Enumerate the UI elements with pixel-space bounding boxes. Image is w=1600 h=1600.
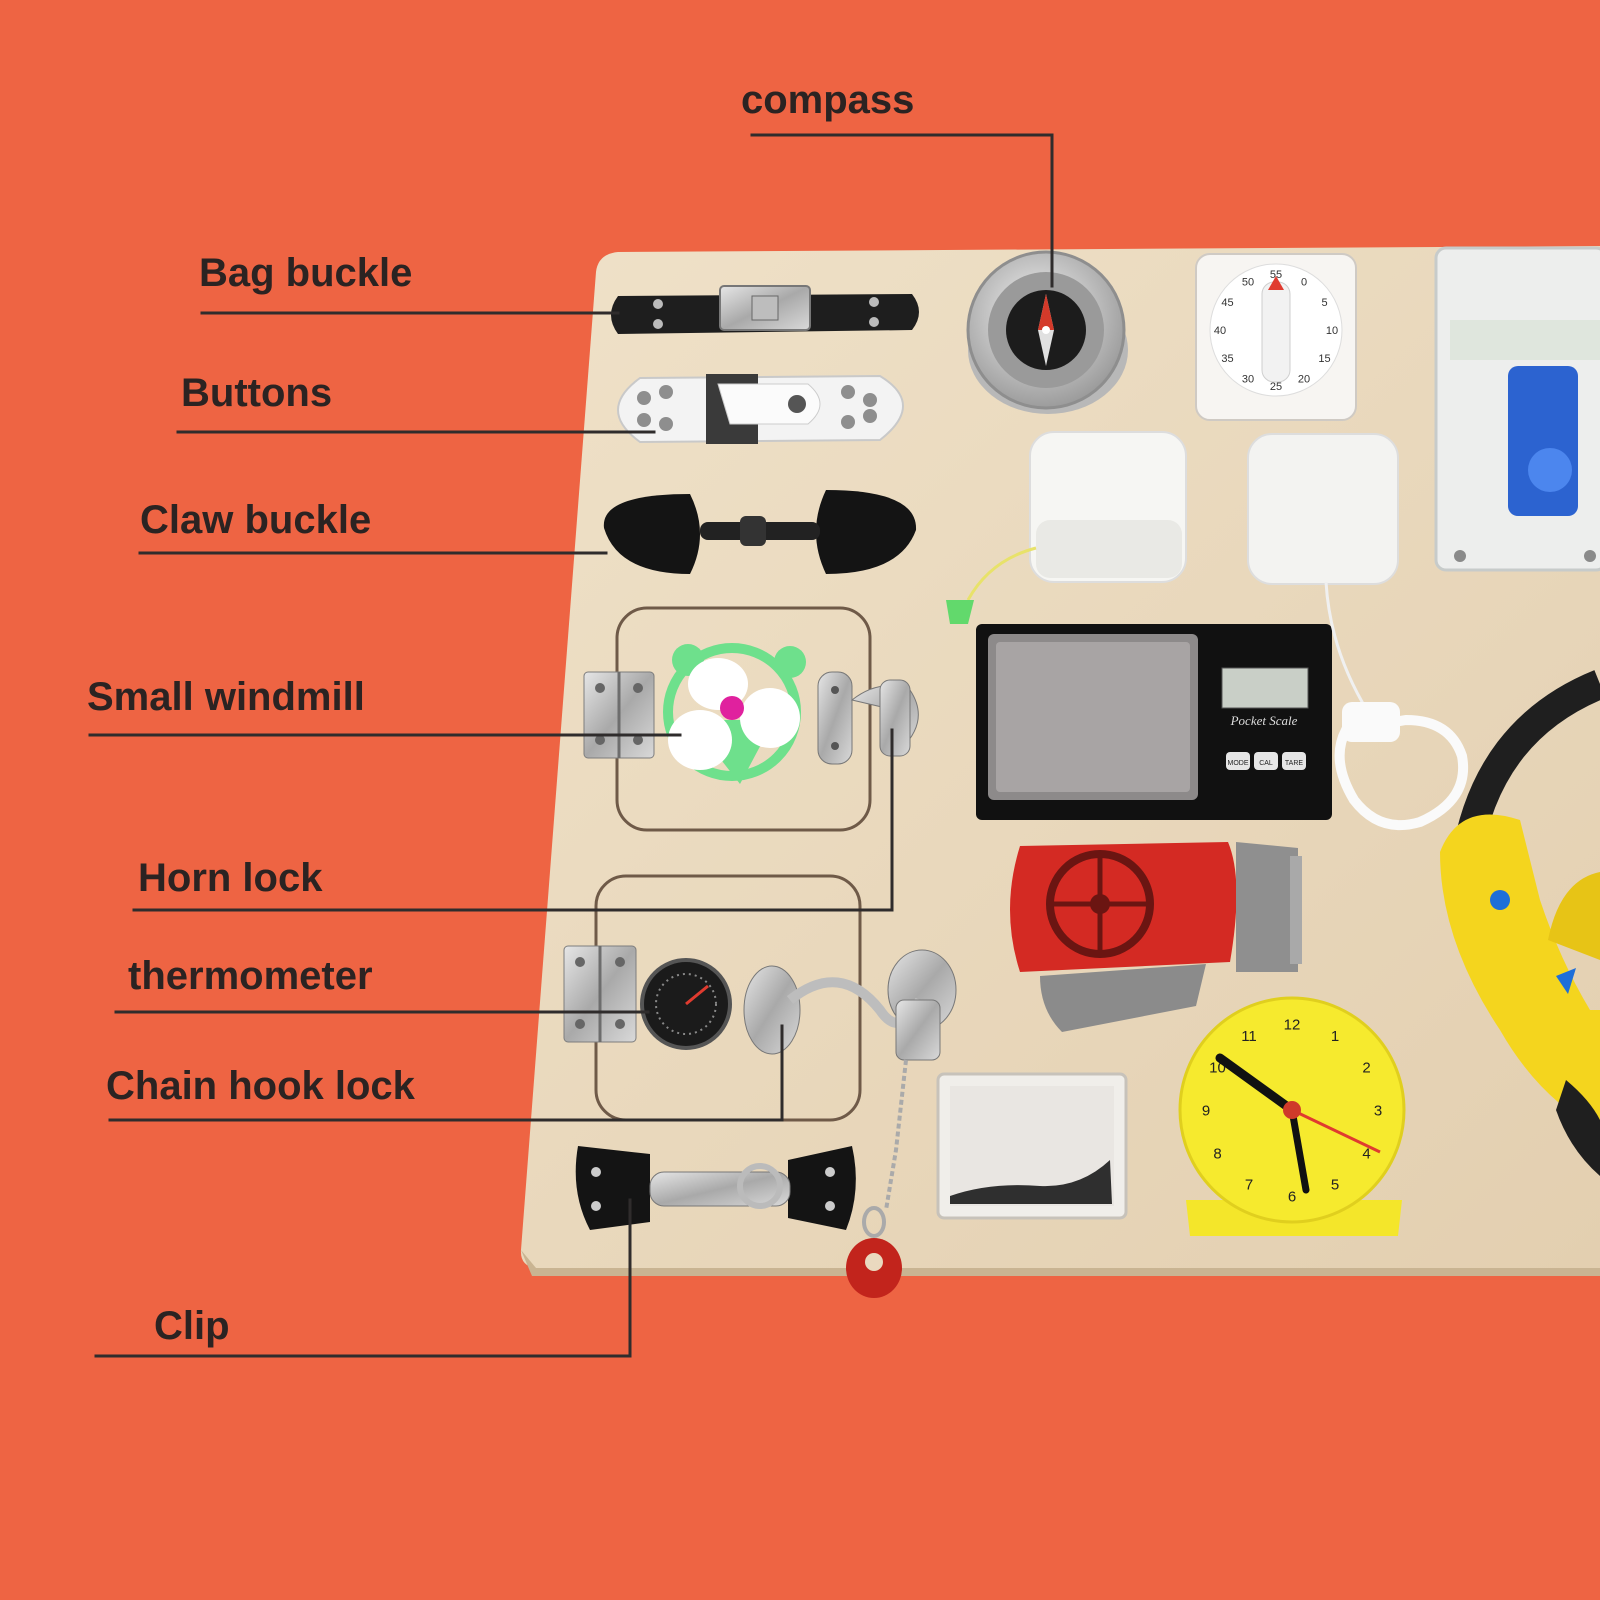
compass[interactable] (966, 250, 1128, 414)
steering-wheel[interactable] (1440, 670, 1600, 1176)
small-windmill[interactable] (663, 643, 806, 784)
label-chain-hook-lock: Chain hook lock (106, 1064, 415, 1108)
timer-ticks-label: 30 (1242, 373, 1254, 385)
kitchen-timer[interactable]: 55 0 5 10 15 20 25 30 35 40 45 50 (1195, 253, 1357, 421)
timer-ticks-label: 20 (1298, 373, 1310, 385)
scale-button[interactable] (1282, 752, 1306, 770)
clear-sand-box (936, 1072, 1128, 1220)
timer-ticks-label: 55 (1270, 269, 1282, 281)
push-light-right[interactable] (1247, 433, 1399, 585)
claw-buckle[interactable] (603, 490, 917, 574)
scale-button-row: MODE CAL TARE (1226, 752, 1306, 770)
scale-button-label: MODE (1228, 760, 1249, 767)
pocket-scale[interactable]: Pocket Scale MODE CAL TARE (976, 624, 1332, 820)
clock-numbers-label: 12 (1284, 1016, 1301, 1033)
leader-clip (94, 1198, 632, 1358)
label-small-windmill: Small windmill (87, 675, 365, 719)
timer-ticks-label: 50 (1242, 276, 1254, 288)
timer-ticks-label: 15 (1318, 353, 1330, 365)
label-bag-buckle: Bag buckle (199, 251, 413, 295)
scale-button[interactable] (1254, 752, 1278, 770)
leader-horn-lock (132, 728, 894, 912)
whistle-cord (946, 546, 1037, 624)
timer-ticks-label: 5 (1321, 297, 1327, 309)
timer-ticks-label: 0 (1301, 276, 1307, 288)
bag-buckle[interactable] (611, 285, 919, 334)
label-thermometer: thermometer (128, 954, 373, 998)
snap-buttons[interactable] (617, 374, 904, 444)
crank-flashlight[interactable] (1010, 842, 1302, 1032)
timer-ticks-label: 45 (1221, 297, 1233, 309)
label-compass: compass (741, 78, 915, 122)
scale-button-label: TARE (1285, 760, 1303, 767)
clock-numbers-label: 11 (1241, 1028, 1257, 1045)
horn-lock[interactable] (817, 671, 919, 765)
clock-numbers-label: 7 (1245, 1177, 1253, 1194)
leader-chain-hook-lock (108, 1024, 784, 1122)
push-light-left[interactable] (1029, 431, 1187, 583)
clock-numbers-label: 8 (1213, 1145, 1221, 1162)
clock-numbers-label: 9 (1202, 1102, 1210, 1119)
servo-box (1434, 246, 1600, 572)
timer-ticks-label: 35 (1221, 353, 1233, 365)
scale-brand: Pocket Scale (1230, 713, 1298, 728)
label-clip: Clip (154, 1304, 230, 1348)
leader-compass (750, 133, 1054, 288)
label-claw-buckle: Claw buckle (140, 498, 372, 542)
clock-numbers-label: 6 (1288, 1188, 1296, 1205)
clock-numbers-label: 5 (1331, 1177, 1339, 1194)
red-key-tag (846, 1206, 902, 1298)
timer-ticks-label: 10 (1326, 325, 1338, 337)
label-buttons: Buttons (181, 371, 333, 415)
clock-numbers-label: 2 (1362, 1059, 1370, 1076)
pull-ring[interactable] (1324, 581, 1469, 831)
timer-ticks-label: 25 (1270, 381, 1282, 393)
scale-button-label: CAL (1259, 760, 1273, 767)
timer-dial-numbers: 55 0 5 10 15 20 25 30 35 40 45 50 (1214, 269, 1338, 393)
label-horn-lock: Horn lock (138, 856, 323, 900)
leader-lines (88, 133, 1054, 1358)
chain-hook-lock[interactable] (743, 949, 957, 1211)
scale-button[interactable] (1226, 752, 1250, 770)
hinge-lower (563, 945, 637, 1043)
clock-numbers-label: 3 (1374, 1102, 1382, 1119)
thermometer[interactable] (640, 958, 732, 1050)
clock-numbers-label: 4 (1362, 1145, 1370, 1162)
timer-ticks-label: 40 (1214, 325, 1226, 337)
hinge-upper (583, 671, 655, 759)
clip[interactable] (575, 1146, 856, 1230)
clock-numbers-label: 1 (1331, 1028, 1339, 1045)
